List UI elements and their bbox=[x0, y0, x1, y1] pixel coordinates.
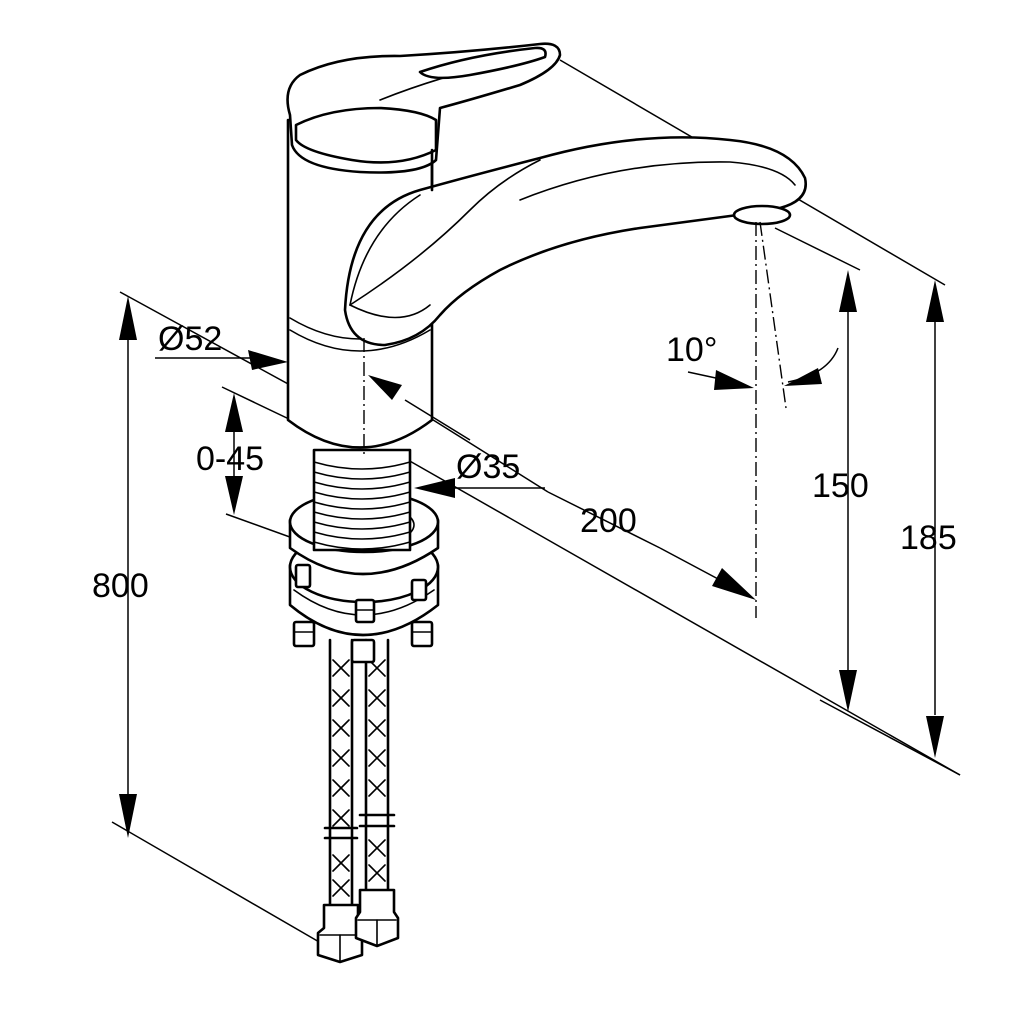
dimension-200: 200 bbox=[580, 502, 756, 600]
dimension-diameter-35-label: Ø35 bbox=[456, 448, 520, 486]
dimension-800: 800 bbox=[92, 296, 149, 838]
dimension-150-label: 150 bbox=[812, 467, 869, 505]
dimension-10-degree: 10° bbox=[666, 331, 839, 390]
dimension-800-label: 800 bbox=[92, 567, 149, 605]
dimension-10-degree-label: 10° bbox=[666, 331, 717, 369]
lever-handle bbox=[286, 42, 562, 192]
dimension-diameter-52: Ø52 bbox=[155, 320, 288, 370]
threaded-shank bbox=[312, 448, 412, 552]
center-lines bbox=[363, 221, 787, 618]
dimension-200-label: 200 bbox=[580, 502, 637, 540]
dimension-150: 150 bbox=[812, 270, 869, 712]
spout bbox=[343, 136, 807, 347]
supply-hose-right bbox=[354, 638, 400, 948]
dimension-diameter-52-label: Ø52 bbox=[158, 320, 222, 358]
supply-hose-left bbox=[316, 638, 364, 964]
dimension-185: 185 bbox=[900, 280, 957, 758]
dimension-0-45-label: 0-45 bbox=[196, 440, 264, 478]
dimension-0-45: 0-45 bbox=[196, 393, 264, 515]
dimension-diameter-35: Ø35 bbox=[368, 375, 545, 498]
dimension-185-label: 185 bbox=[900, 519, 957, 557]
